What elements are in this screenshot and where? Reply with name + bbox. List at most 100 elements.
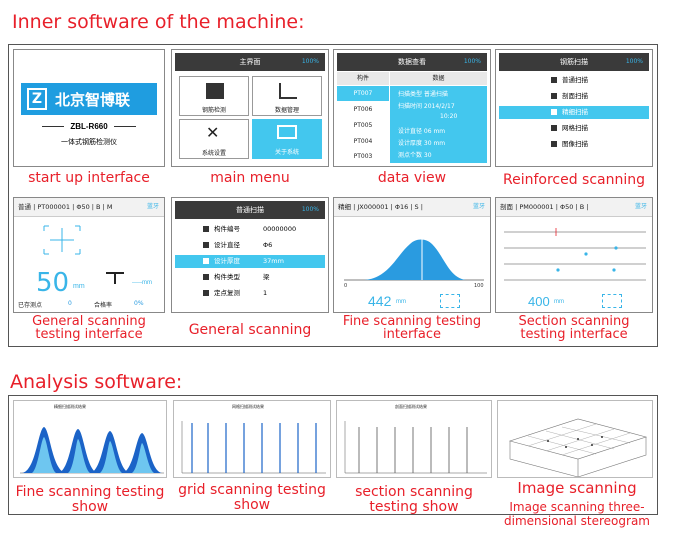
caption-general-testing: General scanning testing interface — [32, 314, 146, 342]
fine-scan-peaks — [20, 427, 164, 474]
startup-model: ZBL-R660 — [14, 122, 164, 131]
pass-rate-value: 0% — [134, 300, 144, 307]
caption-analysis-image: Image scanning Image scanning three-dime… — [504, 479, 650, 529]
inner-software-frame — [8, 44, 658, 347]
fine-scan-curve: 0 100 — [344, 236, 484, 288]
crosshair-icon — [43, 225, 81, 255]
list-item[interactable]: 剖面扫描 — [499, 90, 649, 103]
list-item[interactable]: 精细扫描 — [499, 106, 649, 119]
field-component-type[interactable]: 构件类型梁 — [175, 271, 325, 284]
list-item[interactable]: PT004 — [353, 138, 373, 145]
caption-analysis-grid: grid scanning testing show — [178, 482, 326, 513]
checkbox-icon — [203, 274, 209, 280]
fine-position-unit: mm — [396, 299, 406, 305]
inner-software-heading: Inner software of the machine: — [12, 11, 305, 33]
diameter-dash: -----mm — [132, 280, 152, 286]
data-detail-pane: 扫描类型 普通扫描 扫描时间 2014/2/17 10:20 设计直径 06 m… — [390, 86, 487, 163]
checkbox-icon — [203, 242, 209, 248]
bluetooth-icon: 蓝牙 — [634, 203, 647, 210]
list-item[interactable]: PT005 — [353, 122, 373, 129]
data-view-header-component: 构件 — [337, 72, 389, 85]
pass-rate-label: 合格率 — [94, 302, 113, 309]
section-position-value: 400 — [528, 294, 550, 309]
fine-position-value: 442 — [368, 293, 392, 309]
menu-tile-data-management[interactable]: 数据管理 — [252, 76, 322, 116]
grid-scan-lines — [181, 421, 326, 474]
analysis-section-screen: 剖面扫描测试结果 — [336, 400, 492, 478]
caption-fine-testing: Fine scanning testing interface — [342, 314, 482, 342]
saved-points-value: 0 — [68, 300, 72, 307]
bluetooth-battery-icon: 100% — [301, 58, 319, 65]
component-list: PT007 PT006 PT005 PT004 PT003 — [337, 86, 389, 163]
checkbox-icon — [203, 226, 209, 232]
checkbox-icon — [203, 290, 209, 296]
data-view-header-data: 数据 — [390, 72, 487, 85]
rebar-test-icon — [206, 83, 224, 99]
caption-section-testing: Section scanning testing interface — [518, 314, 630, 342]
caption-startup: start up interface — [28, 170, 150, 186]
startup-logo: Z 北京智博联 — [21, 83, 157, 115]
section-indicator-icon — [602, 294, 622, 308]
list-item[interactable]: PT007 — [337, 86, 389, 101]
checkbox-icon — [551, 109, 557, 115]
caption-general-scanning: General scanning — [188, 322, 312, 338]
caption-data-view: data view — [377, 170, 447, 186]
cover-depth-unit: mm — [73, 283, 85, 290]
startup-brand: 北京智博联 — [55, 91, 131, 109]
fine-indicator-icon — [440, 294, 460, 308]
checkbox-icon — [551, 141, 557, 147]
bluetooth-battery-icon: 100% — [301, 206, 319, 213]
checkbox-icon — [551, 125, 557, 131]
section-scan-plot — [504, 228, 646, 281]
cover-depth-value: 50 — [36, 268, 70, 298]
bluetooth-battery-icon: 100% — [625, 58, 643, 65]
list-item[interactable]: PT006 — [353, 106, 373, 113]
menu-tile-rebar-test[interactable]: 钢筋检测 — [179, 76, 249, 116]
analysis-grid-screen: 网格扫描测试结果 — [173, 400, 331, 478]
wrench-icon: ✕ — [206, 125, 220, 142]
checkbox-icon — [551, 93, 557, 99]
menu-tile-about[interactable]: 关于系统 — [252, 119, 322, 159]
caption-analysis-section: section scanning testing show — [355, 484, 473, 515]
caption-reinforced-scanning: Reinforced scanning — [502, 172, 646, 188]
analysis-software-frame — [8, 395, 658, 515]
list-item[interactable]: 网格扫描 — [499, 122, 649, 135]
section-position-unit: mm — [554, 299, 564, 305]
image-scan-3d-box — [508, 418, 648, 477]
bluetooth-icon: 蓝牙 — [146, 203, 159, 210]
svg-text:100: 100 — [474, 283, 484, 288]
chart-icon — [279, 83, 297, 99]
t-marker-stem — [114, 272, 116, 284]
checkbox-icon — [203, 258, 209, 264]
menu-tile-system-settings[interactable]: ✕ 系统设置 — [179, 119, 249, 159]
zbl-logo-icon: Z — [27, 88, 47, 110]
bluetooth-icon: 蓝牙 — [472, 203, 485, 210]
analysis-image-screen — [497, 400, 653, 478]
caption-main-menu: main menu — [210, 170, 290, 186]
section-scan-lines — [344, 421, 487, 474]
checkbox-icon — [551, 77, 557, 83]
list-item[interactable]: PT003 — [353, 153, 373, 160]
caption-analysis-fine: Fine scanning testing show — [15, 484, 165, 515]
monitor-icon — [277, 125, 297, 139]
list-item[interactable]: 图像扫描 — [499, 138, 649, 151]
list-item[interactable]: 普通扫描 — [499, 74, 649, 87]
svg-text:0: 0 — [344, 283, 347, 288]
saved-points-label: 已存测点 — [18, 302, 43, 309]
section-testing-panel: 剖面 | PM000001 | Φ50 | B |蓝牙 400 mm — [495, 197, 653, 313]
